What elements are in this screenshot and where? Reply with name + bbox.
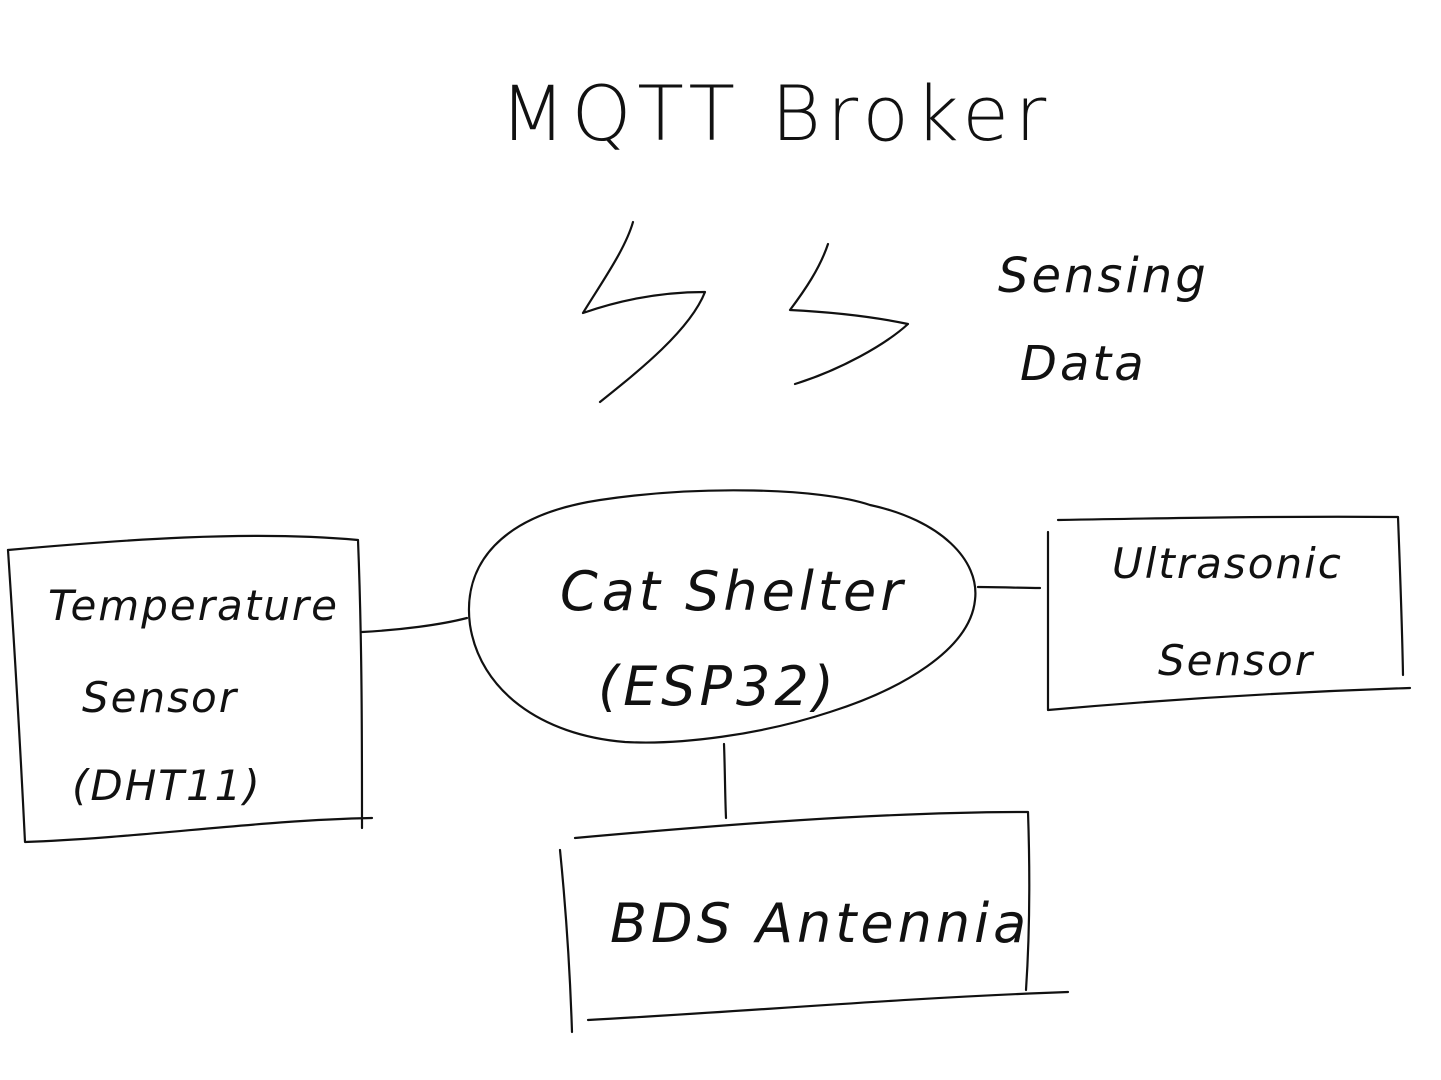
bds-antenna-label: BDS Antennia <box>610 892 1030 955</box>
ultrasonic-label: Ultrasonic <box>1112 539 1343 588</box>
cat-shelter-node: Cat Shelter (ESP32) <box>467 489 977 744</box>
dht11-label: (DHT11) <box>72 761 262 810</box>
esp32-label: (ESP32) <box>598 655 838 718</box>
temperature-label: Temperature <box>48 581 339 630</box>
sensor-label-left: Sensor <box>82 673 239 722</box>
ultrasonic-sensor-node: Ultrasonic Sensor <box>1046 515 1412 712</box>
lightning-bolt-icon <box>788 242 910 386</box>
connector-bottom <box>722 742 728 820</box>
bds-antenna-node: BDS Antennia <box>558 810 1070 1034</box>
lightning-bolt-icon <box>581 220 707 404</box>
connector-right <box>976 585 1042 590</box>
sensing-data-label-line2: Data <box>1020 336 1147 392</box>
sensing-data-label-line1: Sensing <box>998 248 1209 304</box>
diagram-title: MQTT Broker <box>500 69 1052 158</box>
connector-left <box>360 616 469 634</box>
temperature-sensor-node: Temperature Sensor (DHT11) <box>6 534 374 844</box>
sensor-label-right: Sensor <box>1158 636 1315 685</box>
cat-shelter-label: Cat Shelter <box>560 560 906 623</box>
